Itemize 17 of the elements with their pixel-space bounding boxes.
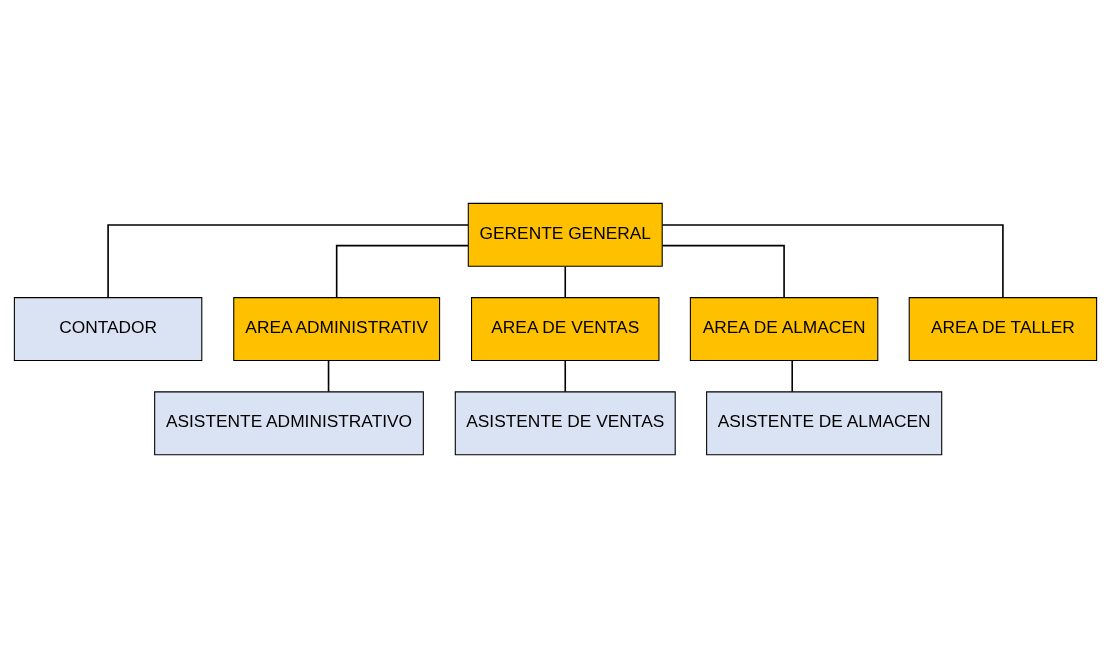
connector bbox=[335, 244, 469, 298]
node-box: ASISTENTE ADMINISTRATIVO bbox=[154, 390, 424, 455]
connector bbox=[791, 359, 794, 392]
node-box: AREA ADMINISTRATIV bbox=[233, 296, 441, 361]
connector bbox=[564, 359, 567, 392]
node-box: AREA DE VENTAS bbox=[471, 296, 660, 361]
node-box: ASISTENTE DE VENTAS bbox=[454, 390, 676, 455]
connector bbox=[327, 359, 330, 392]
node-box: AREA DE TALLER bbox=[908, 296, 1098, 361]
connector bbox=[661, 223, 1004, 298]
connector bbox=[107, 223, 469, 298]
node-box: ASISTENTE DE ALMACEN bbox=[706, 390, 943, 455]
connector bbox=[661, 244, 785, 298]
node-box: AREA DE ALMACEN bbox=[689, 296, 879, 361]
node-box: CONTADOR bbox=[13, 296, 203, 361]
connector bbox=[564, 265, 567, 298]
node-box: GERENTE GENERAL bbox=[467, 202, 663, 267]
